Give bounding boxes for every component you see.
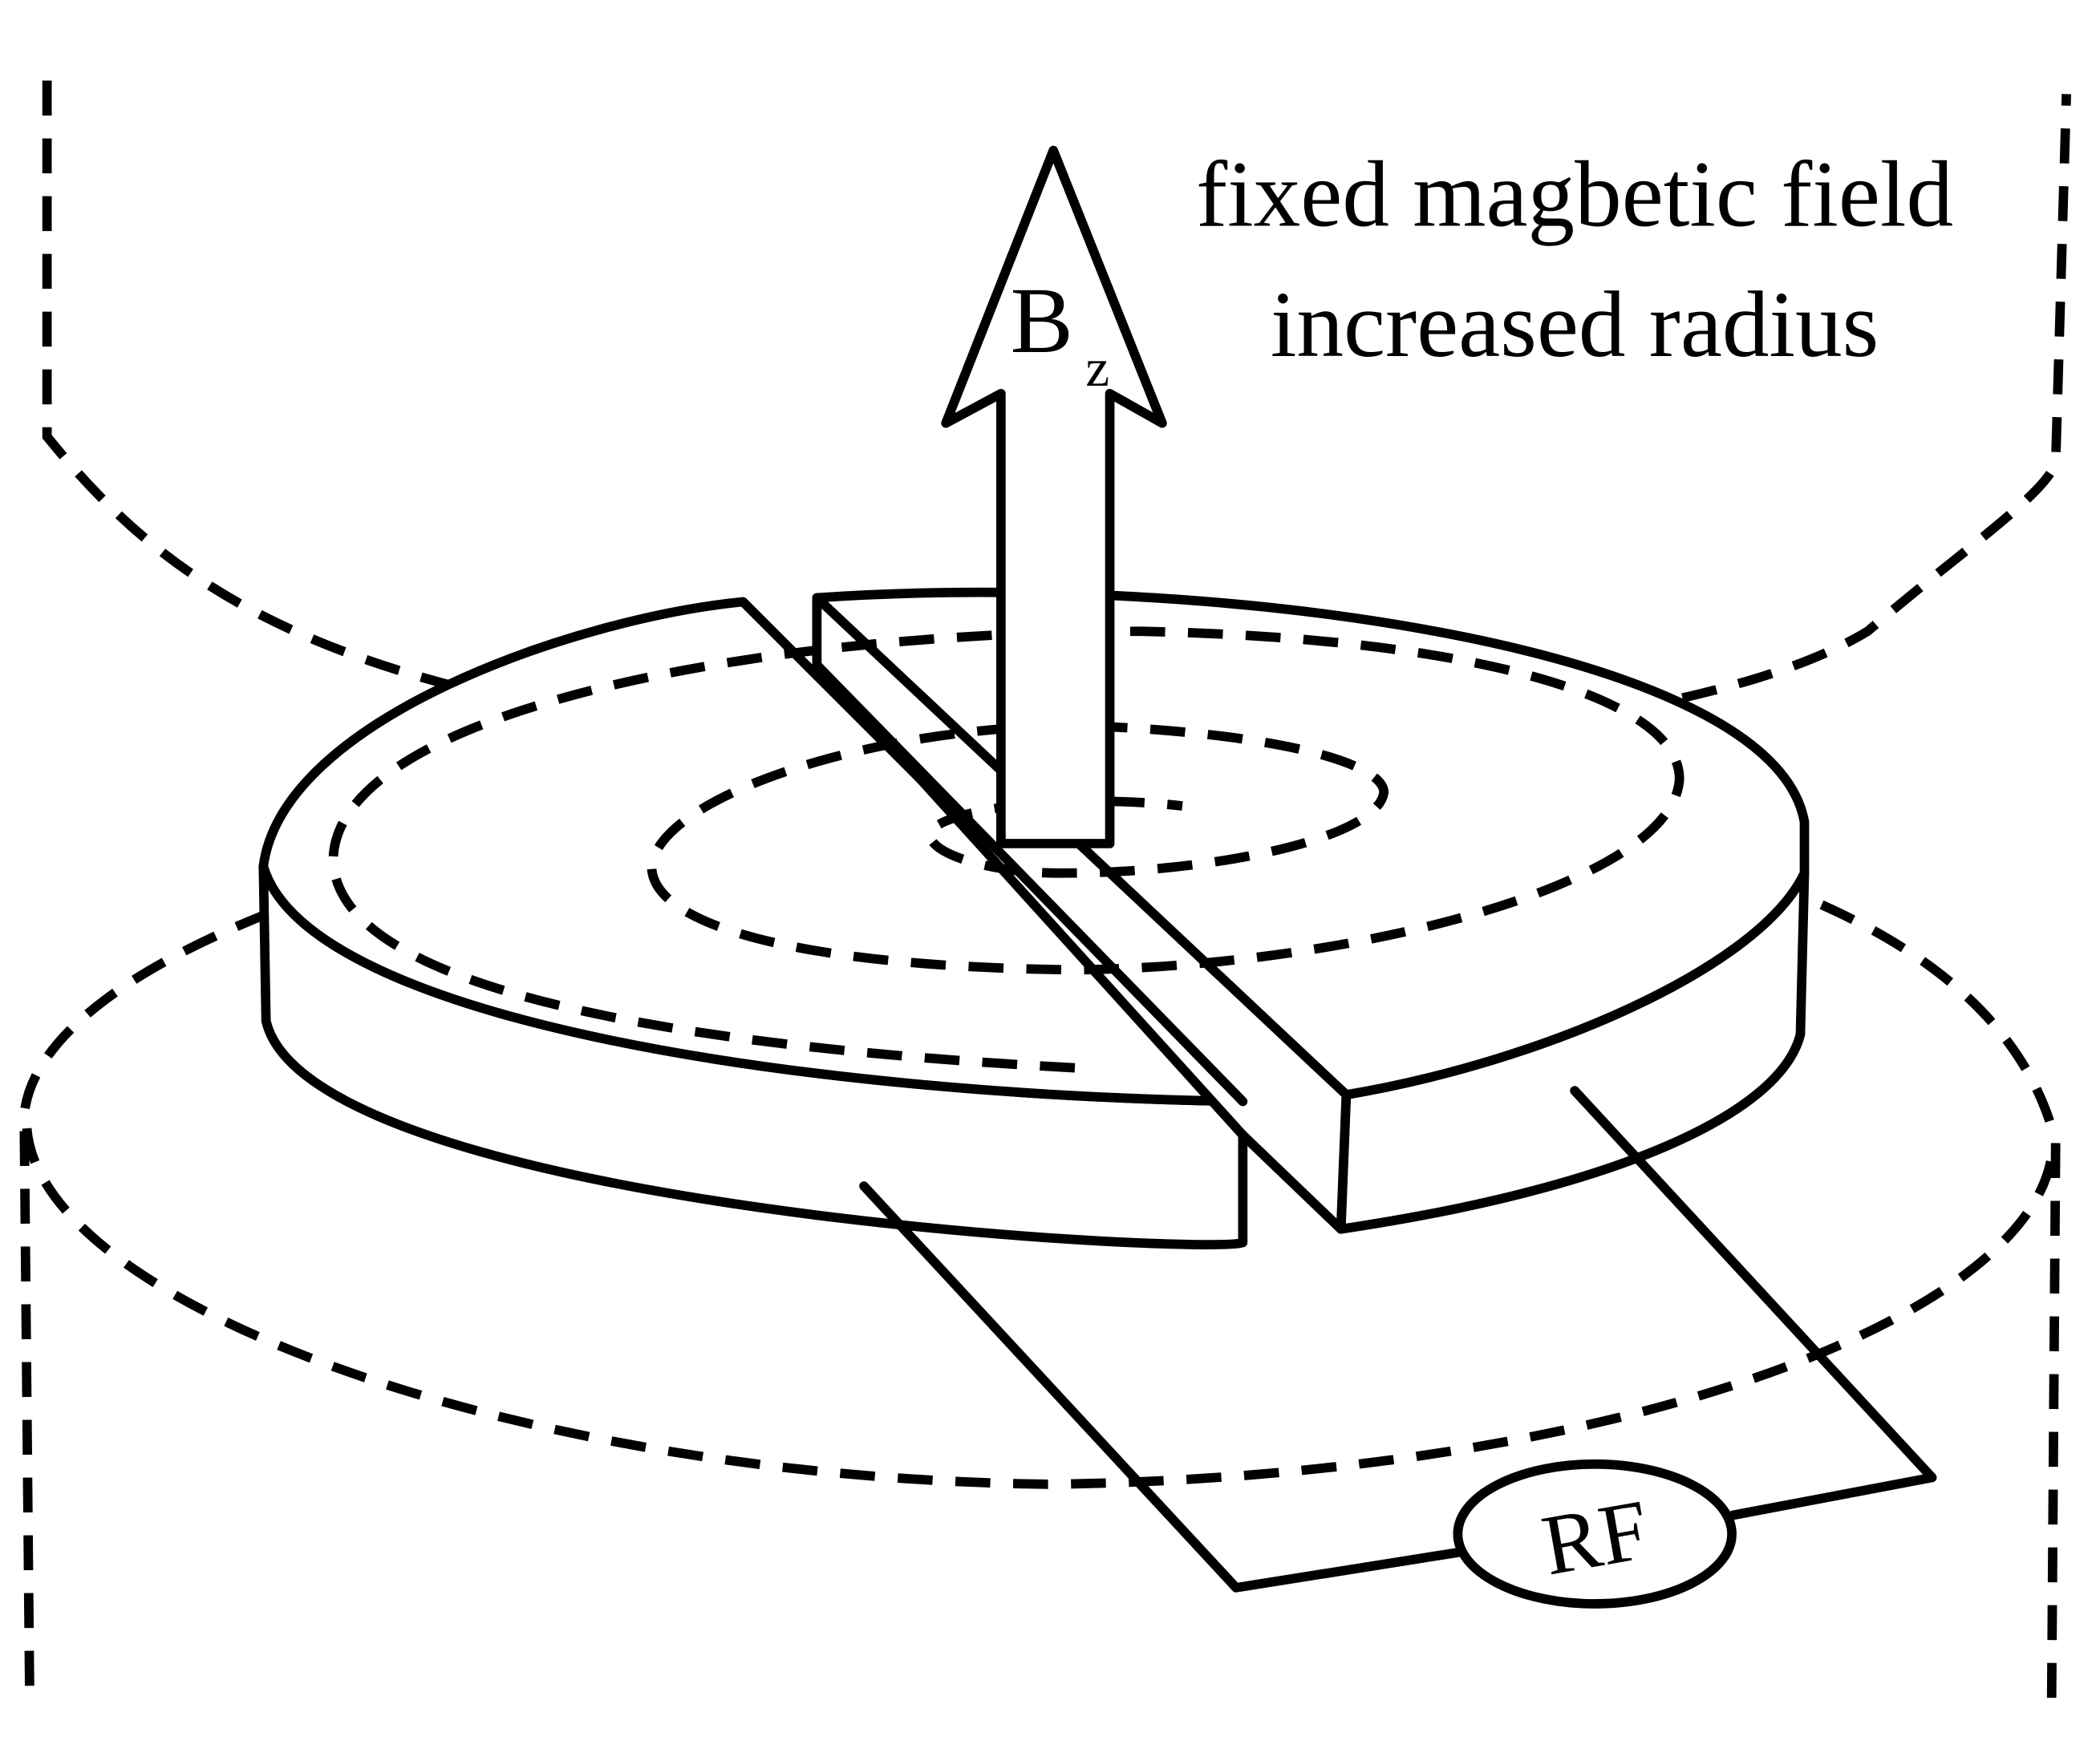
rf-label: RF	[1535, 1482, 1656, 1594]
rf-source-icon	[1453, 1459, 1737, 1609]
rf-wire-left	[859, 1181, 1470, 1593]
bz-subscript: z	[1085, 338, 1109, 398]
bz-label: B	[1011, 269, 1073, 373]
caption-line-1: fixed magbetic field	[1196, 143, 1953, 246]
dee-left-top	[258, 597, 1248, 1107]
orbit-outer-ellipse	[22, 1127, 2058, 1489]
particle-spiral-path	[328, 626, 1684, 1073]
gap-edge	[812, 660, 1248, 1107]
caption-line-2: increased radius	[1271, 273, 1879, 377]
rf-wire-right	[1570, 1086, 1937, 1520]
bz-arrow-icon	[941, 145, 1167, 848]
field-line-upper	[42, 80, 2071, 756]
